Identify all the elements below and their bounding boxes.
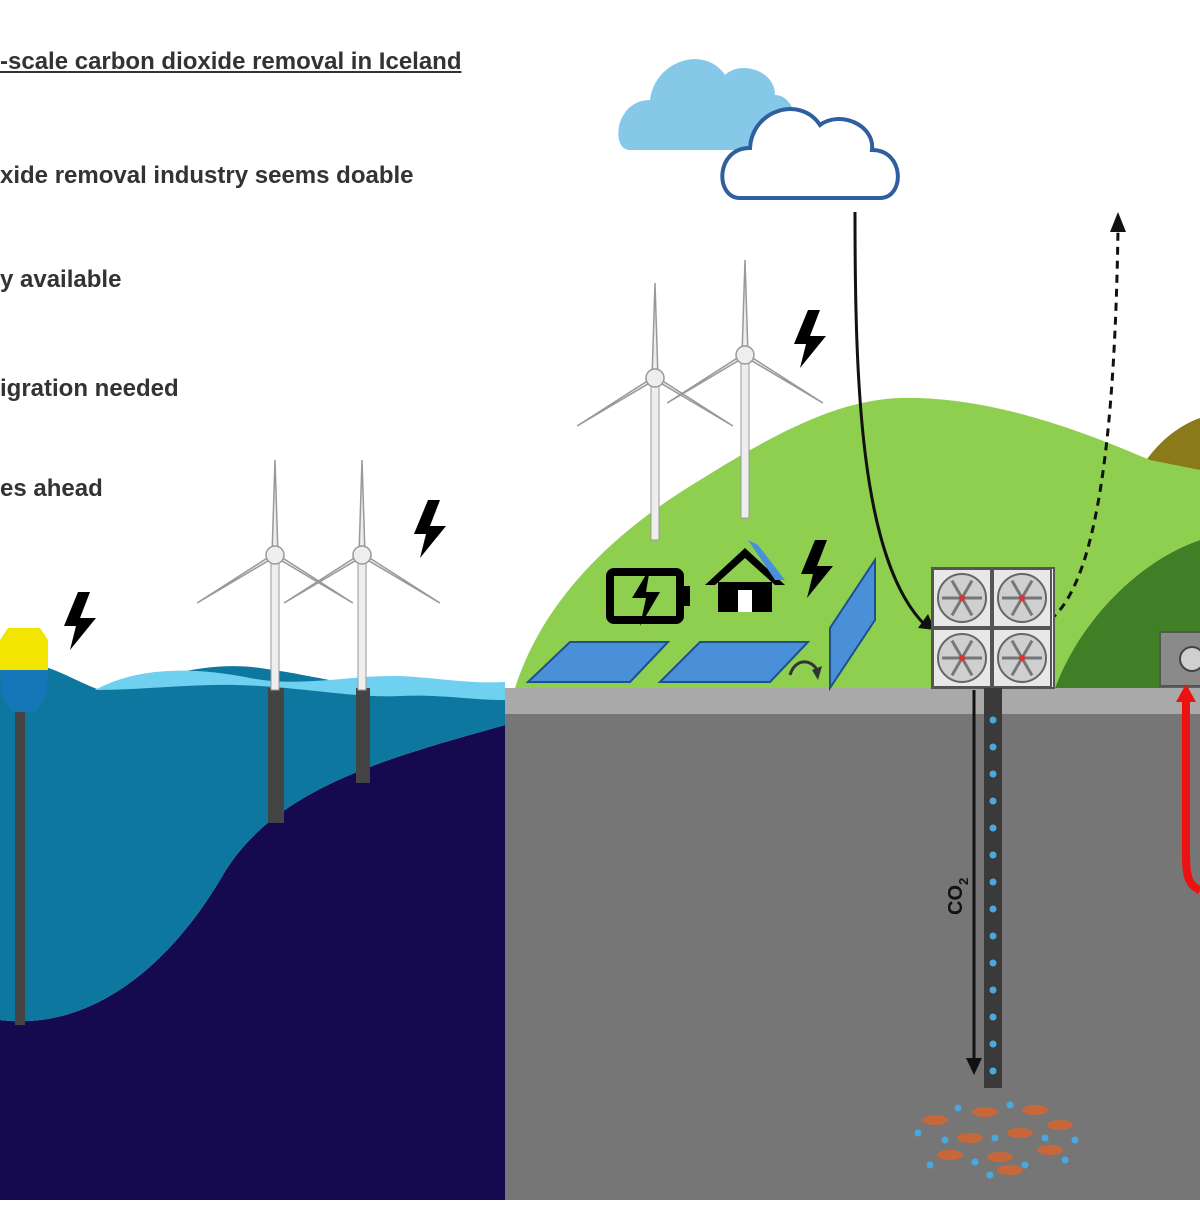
arrow-head <box>812 666 822 680</box>
mineral-rock <box>972 1107 998 1117</box>
solar-panel-icon <box>657 641 811 683</box>
mineral-rock <box>987 1152 1013 1162</box>
battery-icon <box>606 568 690 626</box>
co2-bubble <box>989 851 997 859</box>
lightning-icon <box>64 592 96 650</box>
co2-bubble <box>989 770 997 778</box>
fan-icon <box>932 568 992 628</box>
fan-icon <box>932 628 992 688</box>
co2-bubble <box>986 1171 994 1179</box>
co2-bubble <box>971 1158 979 1166</box>
co2-bubble <box>989 743 997 751</box>
mineral-rock <box>997 1165 1023 1175</box>
co2-bubble <box>1061 1156 1069 1164</box>
lightning-icon <box>414 500 446 558</box>
co2-bubble <box>989 1013 997 1021</box>
buoy-icon <box>0 628 48 1025</box>
co2-bubble <box>954 1104 962 1112</box>
co2-bubble <box>989 959 997 967</box>
mineral-rock <box>1047 1120 1073 1130</box>
diagram-title: -scale carbon dioxide removal in Iceland <box>0 48 462 75</box>
mineral-rock <box>957 1133 983 1143</box>
co2-label-text: CO <box>945 885 967 915</box>
co2-bubble <box>926 1161 934 1169</box>
air-intake-arrow <box>853 211 927 627</box>
co2-bubble <box>1021 1161 1029 1169</box>
fan-icon <box>992 628 1052 688</box>
co2-bubble <box>989 824 997 832</box>
arrow-head <box>1176 684 1196 702</box>
ground <box>505 712 1200 1200</box>
turbine-foundation <box>268 688 284 823</box>
injection-well <box>984 688 1002 1088</box>
air-outflow-arrow <box>1049 229 1120 622</box>
solar-panel-icon <box>525 641 671 683</box>
house-icon <box>705 540 785 612</box>
co2-bubble <box>989 1067 997 1075</box>
wind-turbine-icon <box>283 459 441 691</box>
arrow-head <box>1110 212 1126 232</box>
cloud-icon <box>618 59 797 150</box>
co2-bubble <box>989 986 997 994</box>
mineral-rock <box>1007 1128 1033 1138</box>
sea-water <box>0 662 505 1022</box>
deep-sea <box>0 725 505 1200</box>
mineral-rock <box>1022 1105 1048 1115</box>
mineral-rock <box>937 1150 963 1160</box>
lightning-icon <box>801 540 833 598</box>
wind-turbine-icon <box>576 282 734 541</box>
wind-turbine-icon <box>666 259 824 519</box>
turbine-foundation <box>356 688 370 783</box>
bullet-text-2: y available <box>0 266 122 293</box>
co2-bubble <box>941 1136 949 1144</box>
co2-label: CO2 <box>945 878 971 915</box>
co2-bubble <box>1071 1136 1079 1144</box>
sea-surface <box>95 670 505 700</box>
heat-unit <box>1159 631 1200 687</box>
co2-label-subscript: 2 <box>956 878 971 885</box>
lightning-icon <box>794 310 826 368</box>
mineral-rock <box>922 1115 948 1125</box>
co2-bubble <box>989 797 997 805</box>
co2-bubble <box>989 905 997 913</box>
co2-bubble <box>1041 1134 1049 1142</box>
co2-bubble <box>989 932 997 940</box>
mountain <box>1145 418 1200 470</box>
co2-bubble <box>914 1129 922 1137</box>
co2-bubble <box>991 1134 999 1142</box>
arrow-head <box>966 1058 982 1075</box>
cloud-icon <box>720 107 900 200</box>
ground-surface <box>505 688 1200 714</box>
co2-bubble <box>989 878 997 886</box>
wind-turbine-icon <box>196 459 354 691</box>
mineral-rock <box>1037 1145 1063 1155</box>
bullet-text-1: xide removal industry seems doable <box>0 162 414 189</box>
co2-bubble <box>1006 1101 1014 1109</box>
bullet-text-3: igration needed <box>0 375 179 402</box>
co2-bubble <box>989 1040 997 1048</box>
co2-bubble <box>989 716 997 724</box>
heat-pipe <box>1182 700 1200 894</box>
bullet-text-4: es ahead <box>0 475 103 502</box>
fan-icon <box>992 568 1052 628</box>
solar-panel-icon <box>829 556 876 692</box>
arrow-head <box>918 614 935 630</box>
